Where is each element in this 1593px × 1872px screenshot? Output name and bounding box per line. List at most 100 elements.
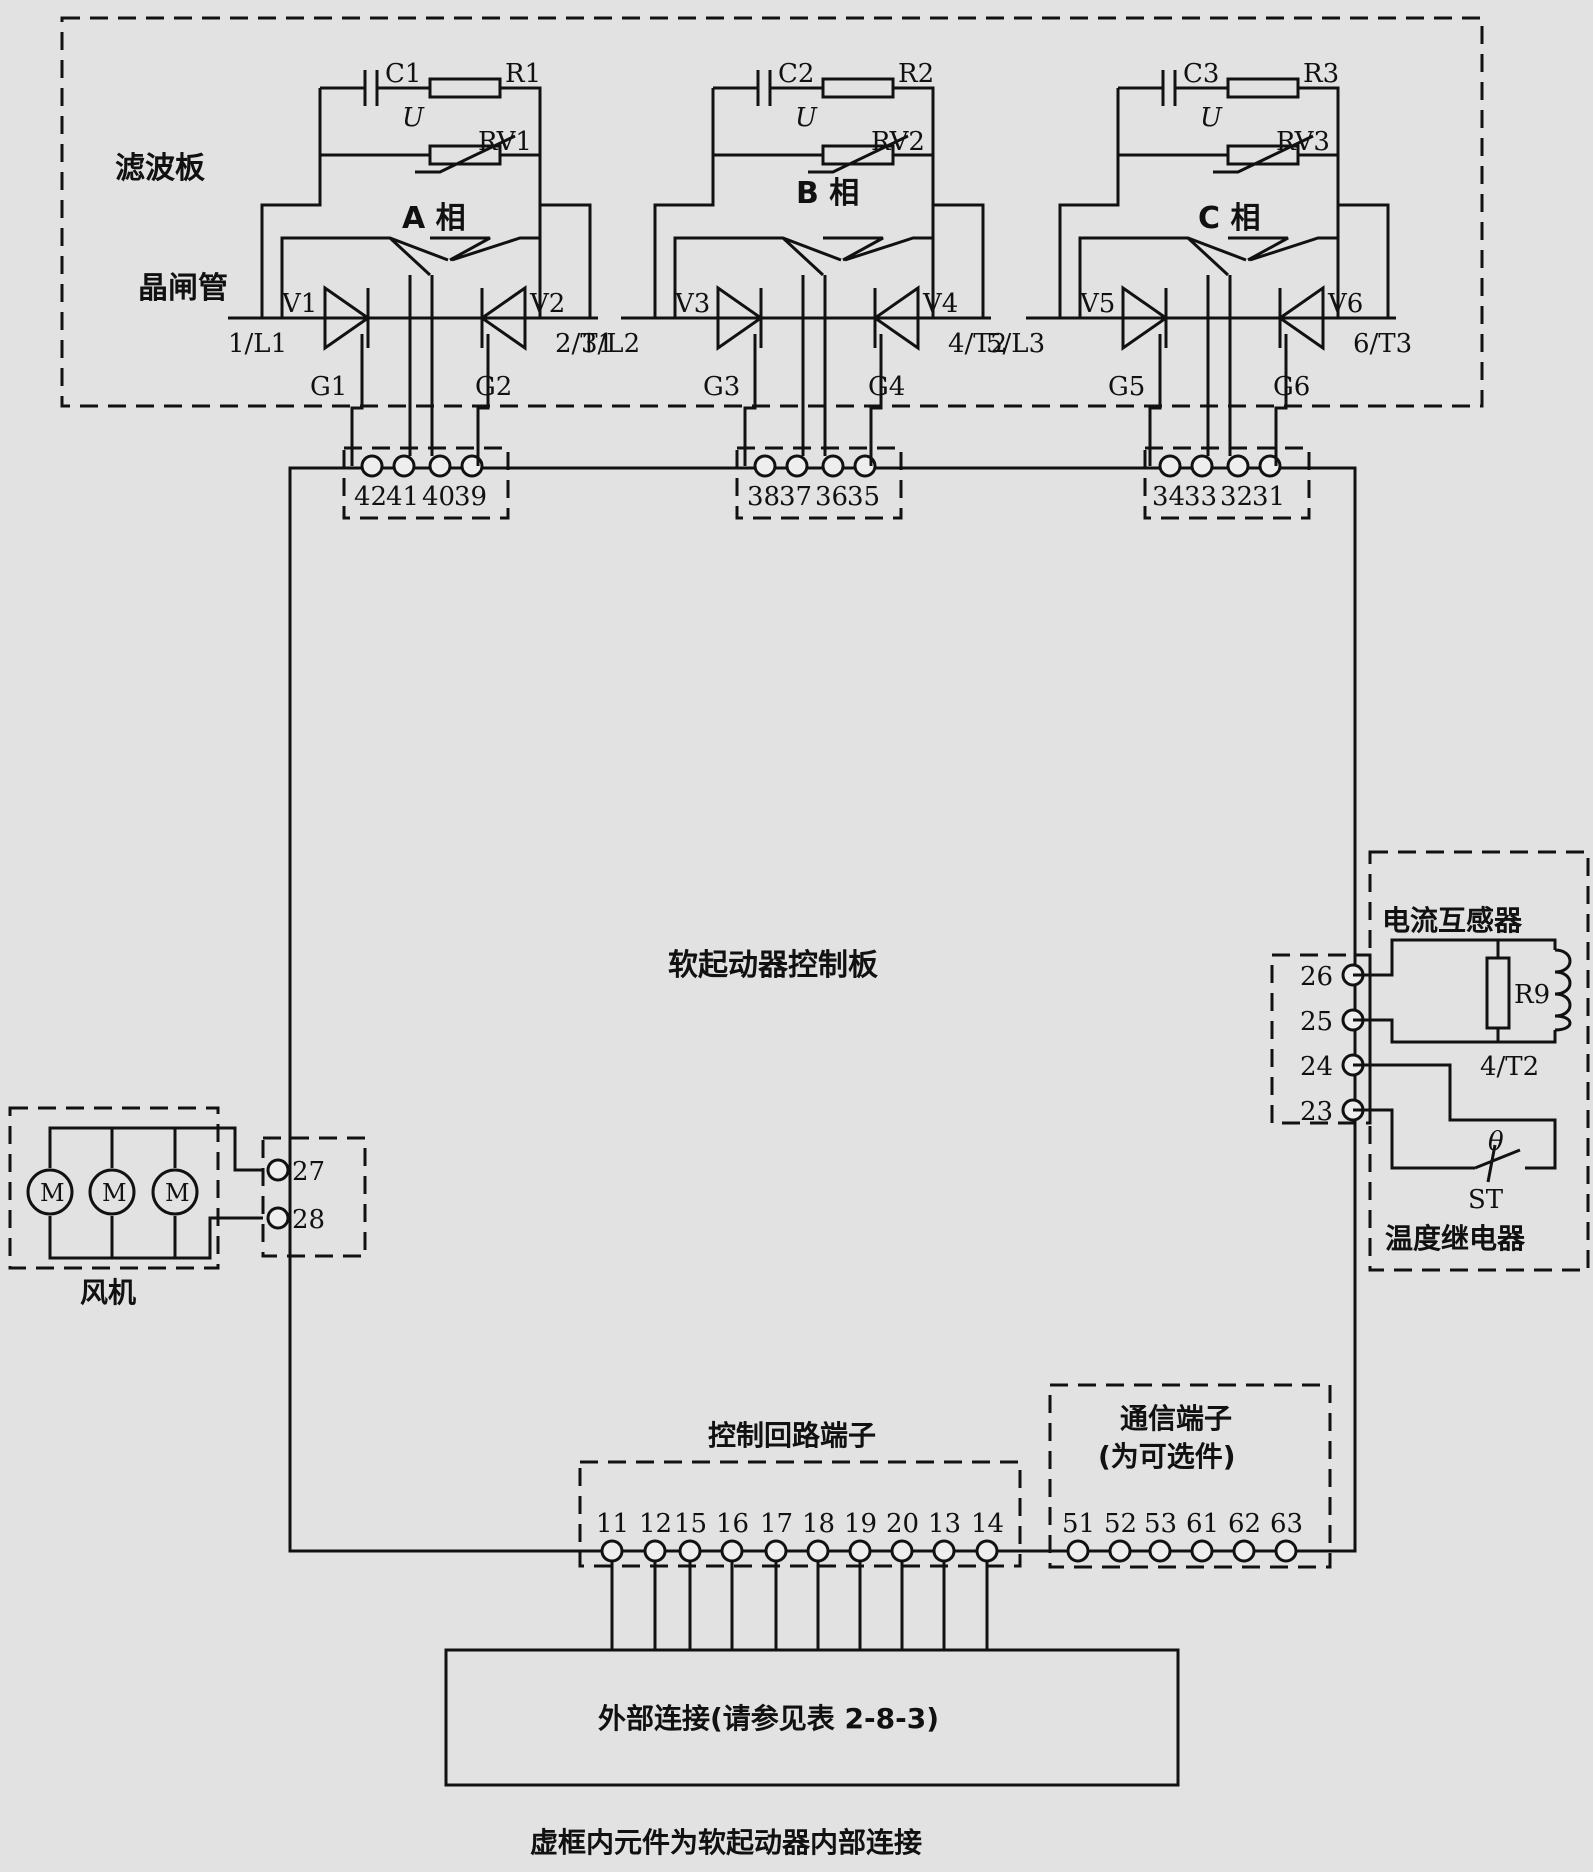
gate-leads — [743, 450, 873, 466]
terminal-number: 53 — [1144, 1509, 1177, 1539]
motor-icon — [88, 1168, 136, 1216]
terminal-63 — [1274, 1539, 1298, 1563]
comm-terminals-label-2: (为可选件) — [1098, 1440, 1236, 1473]
terminal-number: 26 — [1300, 962, 1333, 992]
line-terminal-in: 3/L2 — [581, 329, 640, 359]
varistor-slash — [415, 134, 516, 174]
resistor-label: R1 — [505, 59, 541, 89]
terminal-16 — [720, 1539, 744, 1563]
terminal-number: 12 — [639, 1509, 672, 1539]
filter-board-label: 滤波板 — [115, 151, 205, 186]
comm-terminals-label-1: 通信端子 — [1120, 1402, 1232, 1435]
terminal-41 — [392, 454, 416, 478]
terminal-62 — [1232, 1539, 1256, 1563]
thyristor-label-a: V5 — [1079, 289, 1115, 319]
capacitor — [1161, 70, 1177, 106]
terminal-number: 41 — [386, 482, 419, 512]
terminal-number: 20 — [886, 1509, 919, 1539]
motor-symbol: M — [40, 1179, 65, 1207]
terminal-number: 37 — [779, 482, 812, 512]
terminal-number: 14 — [971, 1509, 1004, 1539]
gate-label-b: G4 — [868, 372, 905, 402]
thyristor-1 — [1121, 285, 1169, 450]
terminal-27 — [266, 1158, 290, 1182]
fan-terminal-frame — [261, 1136, 367, 1258]
terminal-11 — [600, 1539, 624, 1563]
comm-terminal-frame — [1048, 1383, 1332, 1569]
motor-symbol: M — [102, 1179, 127, 1207]
control-terminal-frame — [578, 1460, 1022, 1568]
thyristor-1 — [323, 285, 371, 450]
terminal-15 — [678, 1539, 702, 1563]
temperature-relay-label: 温度继电器 — [1385, 1222, 1526, 1255]
terminal-14 — [975, 1539, 999, 1563]
external-connection-label: 外部连接(请参见表 2-8-3) — [598, 1702, 939, 1735]
thyristor-label: 晶闸管 — [138, 271, 228, 306]
gate-leads — [350, 450, 480, 466]
terminal-number: 52 — [1104, 1509, 1137, 1539]
current-transformer-label: 电流互感器 — [1382, 904, 1523, 937]
gate-leads — [1148, 450, 1278, 466]
motor-symbol: M — [165, 1179, 190, 1207]
terminal-number: 34 — [1152, 482, 1185, 512]
terminal-32 — [1226, 454, 1250, 478]
terminal-19 — [848, 1539, 872, 1563]
filter-wiring — [260, 86, 592, 450]
terminal-number: 18 — [802, 1509, 835, 1539]
terminal-12 — [643, 1539, 667, 1563]
terminal-20 — [890, 1539, 914, 1563]
filter-board-frame — [60, 16, 1484, 408]
terminal-number: 61 — [1186, 1509, 1219, 1539]
thyristor-2 — [476, 285, 527, 450]
resistor — [1226, 77, 1300, 99]
r9-resistor — [1485, 956, 1511, 1030]
fan-bus — [48, 1126, 263, 1260]
resistor-label: R3 — [1303, 59, 1339, 89]
resistor — [821, 77, 895, 99]
filter-wiring — [653, 86, 985, 450]
ct-wire-mid — [1353, 1018, 1557, 1044]
terminal-number: 42 — [354, 482, 387, 512]
capacitor — [756, 70, 772, 106]
terminal-number: 38 — [747, 482, 780, 512]
filter-wiring — [1058, 86, 1390, 450]
terminal-number: 25 — [1300, 1007, 1333, 1037]
line-terminal-in: 5/L3 — [986, 329, 1045, 359]
terminal-40 — [428, 454, 452, 478]
control-board-frame — [288, 466, 1357, 1553]
resistor-label: R2 — [898, 59, 934, 89]
capacitor-label: C1 — [385, 59, 421, 89]
line-terminal-in: 1/L1 — [228, 329, 287, 359]
gate-label-a: G1 — [310, 372, 347, 402]
r9-label: R9 — [1514, 980, 1550, 1010]
thyristor-label-b: V4 — [922, 289, 958, 319]
fan-frame — [8, 1106, 220, 1270]
varistor-symbol: U — [795, 103, 818, 133]
terminal-number: 40 — [422, 482, 455, 512]
resistor — [428, 77, 502, 99]
st-wire-1 — [1353, 1063, 1557, 1170]
terminal-18 — [806, 1539, 830, 1563]
phase-a-label: A 相 — [402, 201, 466, 236]
terminal-number: 32 — [1220, 482, 1253, 512]
line-terminal-out: 4/T2 — [948, 329, 1007, 359]
terminal-37 — [785, 454, 809, 478]
varistor — [821, 144, 895, 166]
terminal-number: 62 — [1228, 1509, 1261, 1539]
motor-icon — [151, 1168, 199, 1216]
line-terminal-out: 6/T3 — [1353, 329, 1412, 359]
gate-label-b: G6 — [1273, 372, 1310, 402]
terminal-53 — [1148, 1539, 1172, 1563]
thyristor-label-a: V3 — [674, 289, 710, 319]
ct-phase-label: 4/T2 — [1480, 1052, 1539, 1082]
terminal-number: 23 — [1300, 1097, 1333, 1127]
motor-icon — [26, 1168, 74, 1216]
terminal-number: 63 — [1270, 1509, 1303, 1539]
terminal-number: 33 — [1184, 482, 1217, 512]
